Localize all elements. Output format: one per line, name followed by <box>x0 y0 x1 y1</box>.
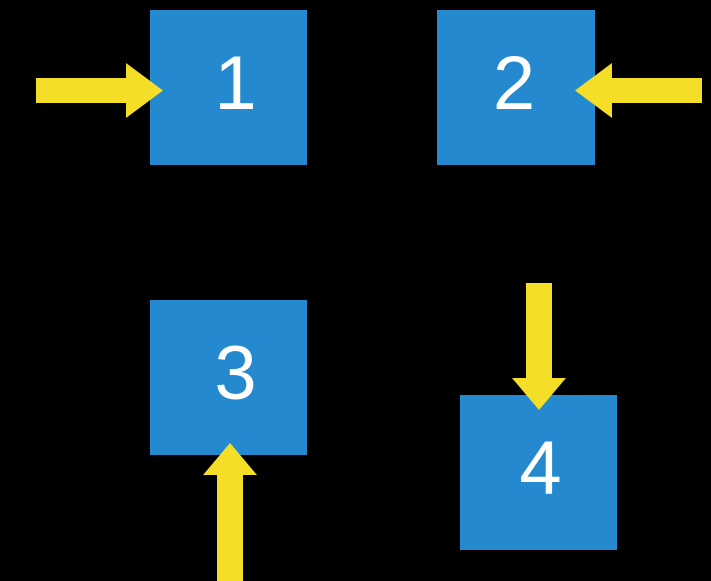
block-1-label: 1 <box>214 40 257 126</box>
block-2-label: 2 <box>492 40 536 126</box>
arrow-up-icon <box>203 443 257 581</box>
arrow-down-icon <box>512 283 566 410</box>
block-1[interactable]: 1 <box>150 10 307 165</box>
block-4-label: 4 <box>519 425 562 511</box>
block-3[interactable]: 3 <box>150 300 307 455</box>
block-2[interactable]: 2 <box>437 10 595 165</box>
arrow-right-icon <box>36 63 163 118</box>
block-3-label: 3 <box>214 330 257 416</box>
block-4[interactable]: 4 <box>460 395 617 550</box>
